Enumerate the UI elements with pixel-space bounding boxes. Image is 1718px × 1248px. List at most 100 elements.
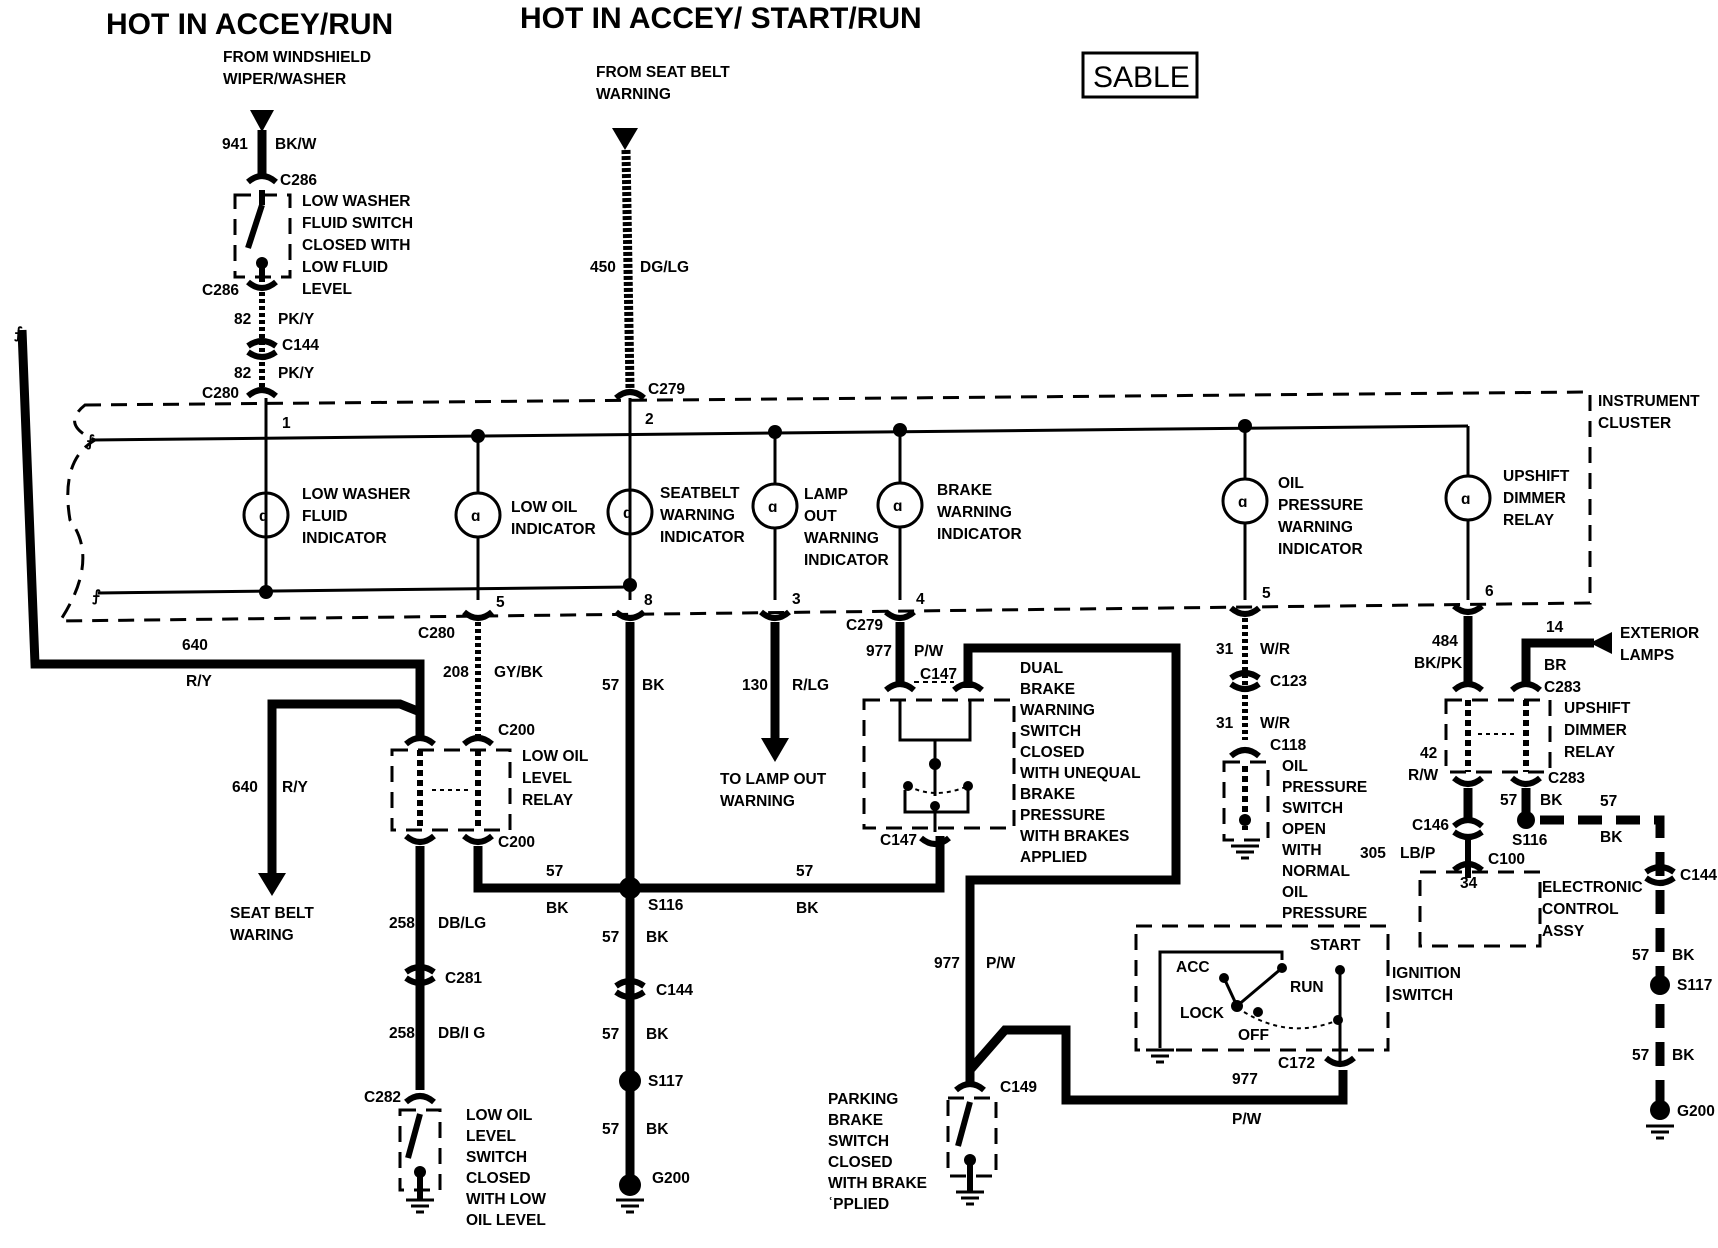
svg-text:INDICATOR: INDICATOR bbox=[511, 521, 596, 538]
svg-text:RELAY: RELAY bbox=[522, 792, 574, 809]
svg-text:DB/I G: DB/I G bbox=[438, 1025, 485, 1042]
svg-text:BK: BK bbox=[1672, 1047, 1695, 1064]
svg-text:APPLIED: APPLIED bbox=[1020, 849, 1087, 866]
svg-text:CLOSED WITH: CLOSED WITH bbox=[302, 237, 411, 254]
low-washer-indicator: ɑ LOW WASHER FLUID INDICATOR bbox=[242, 486, 411, 547]
svg-text:BK/PK: BK/PK bbox=[1414, 655, 1463, 672]
bus-top-break: ⨍ bbox=[86, 433, 95, 450]
svg-text:PRESSURE: PRESSURE bbox=[1282, 779, 1367, 796]
instrument-cluster-boundary bbox=[57, 390, 1592, 623]
svg-text:WITH: WITH bbox=[1282, 842, 1322, 859]
svg-text:INDICATOR: INDICATOR bbox=[1278, 541, 1363, 558]
svg-text:OUT: OUT bbox=[804, 508, 837, 525]
svg-text:BK: BK bbox=[646, 1121, 669, 1138]
upshift-relay-box bbox=[1444, 698, 1552, 774]
svg-text:57: 57 bbox=[602, 929, 619, 946]
svg-text:SEATBELT: SEATBELT bbox=[660, 485, 740, 502]
wire-14 bbox=[1521, 638, 1594, 686]
svg-text:BK: BK bbox=[796, 900, 819, 917]
svg-text:INDICATOR: INDICATOR bbox=[660, 529, 745, 546]
svg-text:57: 57 bbox=[546, 863, 563, 880]
svg-text:C172: C172 bbox=[1278, 1055, 1315, 1072]
svg-text:57: 57 bbox=[796, 863, 813, 880]
svg-text:ACC: ACC bbox=[1176, 959, 1210, 976]
svg-text:ɑ: ɑ bbox=[623, 505, 632, 522]
svg-text:BRAKE: BRAKE bbox=[828, 1112, 883, 1129]
svg-text:C147: C147 bbox=[920, 666, 957, 683]
svg-text:BK: BK bbox=[646, 929, 669, 946]
svg-text:OFF: OFF bbox=[1238, 1027, 1269, 1044]
svg-text:SEAT BELT: SEAT BELT bbox=[230, 905, 314, 922]
svg-text:31: 31 bbox=[1216, 641, 1234, 658]
svg-text:EXTERIOR: EXTERIOR bbox=[1620, 625, 1699, 642]
svg-text:LAMPS: LAMPS bbox=[1620, 647, 1674, 664]
svg-text:C283: C283 bbox=[1544, 679, 1581, 696]
svg-text:305: 305 bbox=[1360, 845, 1386, 862]
source-seatbelt-1: FROM SEAT BELT bbox=[596, 64, 730, 81]
svg-text:3: 3 bbox=[792, 591, 801, 608]
splice-s116 bbox=[1517, 811, 1535, 829]
svg-text:LB/P: LB/P bbox=[1400, 845, 1435, 862]
svg-text:R/LG: R/LG bbox=[792, 677, 829, 694]
arrow-down-icon bbox=[250, 110, 274, 132]
svg-text:DUAL: DUAL bbox=[1020, 660, 1063, 677]
svg-text:OIL: OIL bbox=[1278, 475, 1304, 492]
brake-warning-indicator: ɑ BRAKE WARNING INDICATOR bbox=[876, 430, 1022, 600]
switch-blade-icon bbox=[245, 204, 265, 249]
svg-text:PRESSURE: PRESSURE bbox=[1278, 497, 1363, 514]
svg-text:14: 14 bbox=[1546, 619, 1564, 636]
svg-text:OIL LEVEL: OIL LEVEL bbox=[466, 1212, 546, 1229]
svg-text:WARNING: WARNING bbox=[1020, 702, 1095, 719]
arrow-down-icon bbox=[612, 128, 638, 150]
cluster-label-1: INSTRUMENT bbox=[1598, 393, 1700, 410]
svg-text:ɑ: ɑ bbox=[471, 508, 480, 525]
header-right: HOT IN ACCEY/ START/RUN bbox=[520, 2, 922, 35]
svg-text:BRAKE: BRAKE bbox=[1020, 786, 1075, 803]
svg-text:RELAY: RELAY bbox=[1564, 744, 1616, 761]
svg-text:C281: C281 bbox=[445, 970, 482, 987]
svg-text:C100: C100 bbox=[1488, 851, 1525, 868]
svg-text:LOW OIL: LOW OIL bbox=[522, 748, 588, 765]
svg-text:WARING: WARING bbox=[230, 927, 294, 944]
svg-text:S116: S116 bbox=[648, 897, 684, 914]
svg-text:W/R: W/R bbox=[1260, 641, 1290, 658]
source-windshield-1: FROM WINDSHIELD bbox=[223, 49, 371, 66]
svg-text:SWITCH: SWITCH bbox=[1282, 800, 1343, 817]
connector-icon bbox=[246, 173, 278, 185]
svg-text:ɑ: ɑ bbox=[893, 498, 902, 515]
cluster-bottom-bus bbox=[97, 585, 631, 595]
svg-text:P/W: P/W bbox=[1232, 1111, 1262, 1128]
svg-text:ɑ: ɑ bbox=[1238, 494, 1247, 511]
svg-text:BRAKE: BRAKE bbox=[1020, 681, 1075, 698]
svg-text:FLUID SWITCH: FLUID SWITCH bbox=[302, 215, 413, 232]
svg-text:R/Y: R/Y bbox=[282, 779, 309, 796]
low-oil-indicator: ɑ LOW OIL INDICATOR bbox=[454, 436, 596, 600]
svg-text:450: 450 bbox=[590, 259, 616, 276]
svg-text:RUN: RUN bbox=[1290, 979, 1324, 996]
svg-text:57: 57 bbox=[602, 1026, 619, 1043]
svg-text:258: 258 bbox=[389, 915, 415, 932]
ground-icon bbox=[956, 1190, 984, 1206]
svg-text:BR: BR bbox=[1544, 657, 1566, 674]
svg-text:5: 5 bbox=[496, 594, 505, 611]
svg-text:OIL: OIL bbox=[1282, 884, 1308, 901]
svg-text:C280: C280 bbox=[202, 385, 239, 402]
svg-text:640: 640 bbox=[182, 637, 208, 654]
svg-text:GY/BK: GY/BK bbox=[494, 664, 544, 681]
svg-text:DIMMER: DIMMER bbox=[1564, 722, 1627, 739]
splice-s116 bbox=[619, 877, 641, 899]
wire-640 bbox=[17, 329, 425, 740]
ignition-switch-box bbox=[1134, 924, 1390, 1052]
svg-text:SWITCH: SWITCH bbox=[466, 1149, 527, 1166]
svg-text:PK/Y: PK/Y bbox=[278, 311, 315, 328]
splice-s117 bbox=[619, 1070, 641, 1092]
arrow-left-icon bbox=[1590, 632, 1612, 654]
svg-text:C144: C144 bbox=[656, 982, 693, 999]
svg-text:ASSY: ASSY bbox=[1542, 923, 1585, 940]
svg-text:SWITCH: SWITCH bbox=[1392, 987, 1453, 1004]
arrow-down-icon bbox=[258, 873, 286, 896]
svg-text:LOW OIL: LOW OIL bbox=[511, 499, 577, 516]
eca-box bbox=[1418, 870, 1542, 948]
svg-text:⨍: ⨍ bbox=[14, 325, 23, 342]
svg-text:ELECTRONIC: ELECTRONIC bbox=[1542, 879, 1643, 896]
